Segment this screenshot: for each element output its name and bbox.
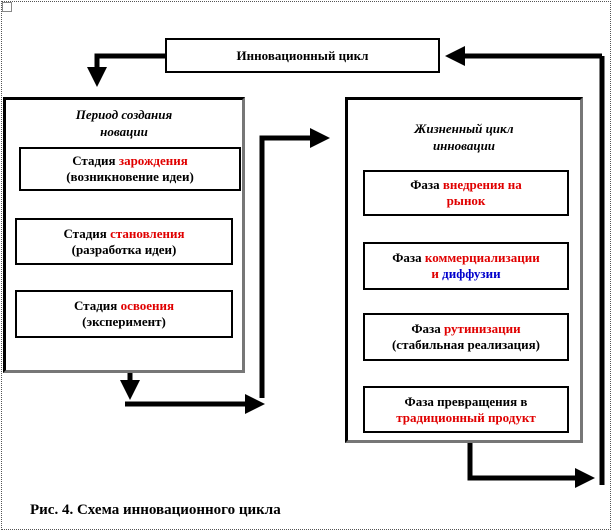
phase-detail-blue: диффузии (442, 266, 501, 281)
phase-detail: традиционный продукт (396, 409, 536, 425)
phase-detail: (стабильная реализация) (391, 337, 541, 352)
stage-prefix: Стадия (63, 225, 111, 241)
stage-detail: (разработка идеи) (71, 241, 177, 257)
stage-box: Стадия становления (разработка идеи) (15, 218, 233, 265)
title-line: Жизненный цикл (414, 121, 514, 136)
figure-caption: Рис. 4. Схема инновационного цикла (30, 502, 281, 518)
stage-detail: (эксперимент) (82, 314, 166, 329)
stage-prefix: Стадия (72, 153, 119, 168)
phase-prefix: Фаза (410, 177, 443, 192)
arrow-left-to-right-block (259, 128, 330, 398)
arrow-right-block-out (467, 443, 595, 488)
phase-accent: коммерциализации (424, 250, 540, 265)
stage-box: Стадия освоения (эксперимент) (15, 290, 233, 338)
innovation-cycle-label: Инновационный цикл (236, 47, 369, 63)
stage-detail: (возникновение идеи) (66, 169, 194, 184)
anchor-icon (2, 2, 12, 12)
phase-prefix: Фаза превращения в (404, 393, 528, 409)
phase-accent: рутинизации (444, 321, 521, 336)
left-block-title: Период создания новации (6, 106, 242, 140)
phase-detail: рынок (446, 193, 486, 208)
stage-box: Стадия зарождения (возникновение идеи) (19, 147, 241, 191)
phase-box: Фаза превращения в традиционный продукт (363, 386, 569, 433)
title-line: инновации (432, 138, 496, 153)
right-block-title: Жизненный цикл инновации (348, 120, 580, 154)
phase-box: Фаза рутинизации (стабильная реализация) (363, 313, 569, 361)
phase-accent: внедрения на (442, 177, 522, 192)
phase-detail: и (431, 266, 443, 281)
title-line: новации (100, 124, 148, 139)
stage-prefix: Стадия (73, 298, 121, 313)
innovation-cycle-box: Инновационный цикл (165, 38, 440, 73)
phase-box: Фаза внедрения на рынок (363, 170, 569, 216)
stage-accent: освоения (120, 298, 175, 313)
phase-prefix: Фаза (392, 250, 425, 265)
stage-accent: становления (110, 225, 185, 241)
phase-prefix: Фаза (411, 321, 444, 336)
phase-box: Фаза коммерциализации и диффузии (363, 242, 569, 290)
stage-accent: зарождения (118, 153, 188, 168)
title-line: Период создания (75, 107, 173, 122)
arrow-top-to-left (87, 53, 165, 87)
